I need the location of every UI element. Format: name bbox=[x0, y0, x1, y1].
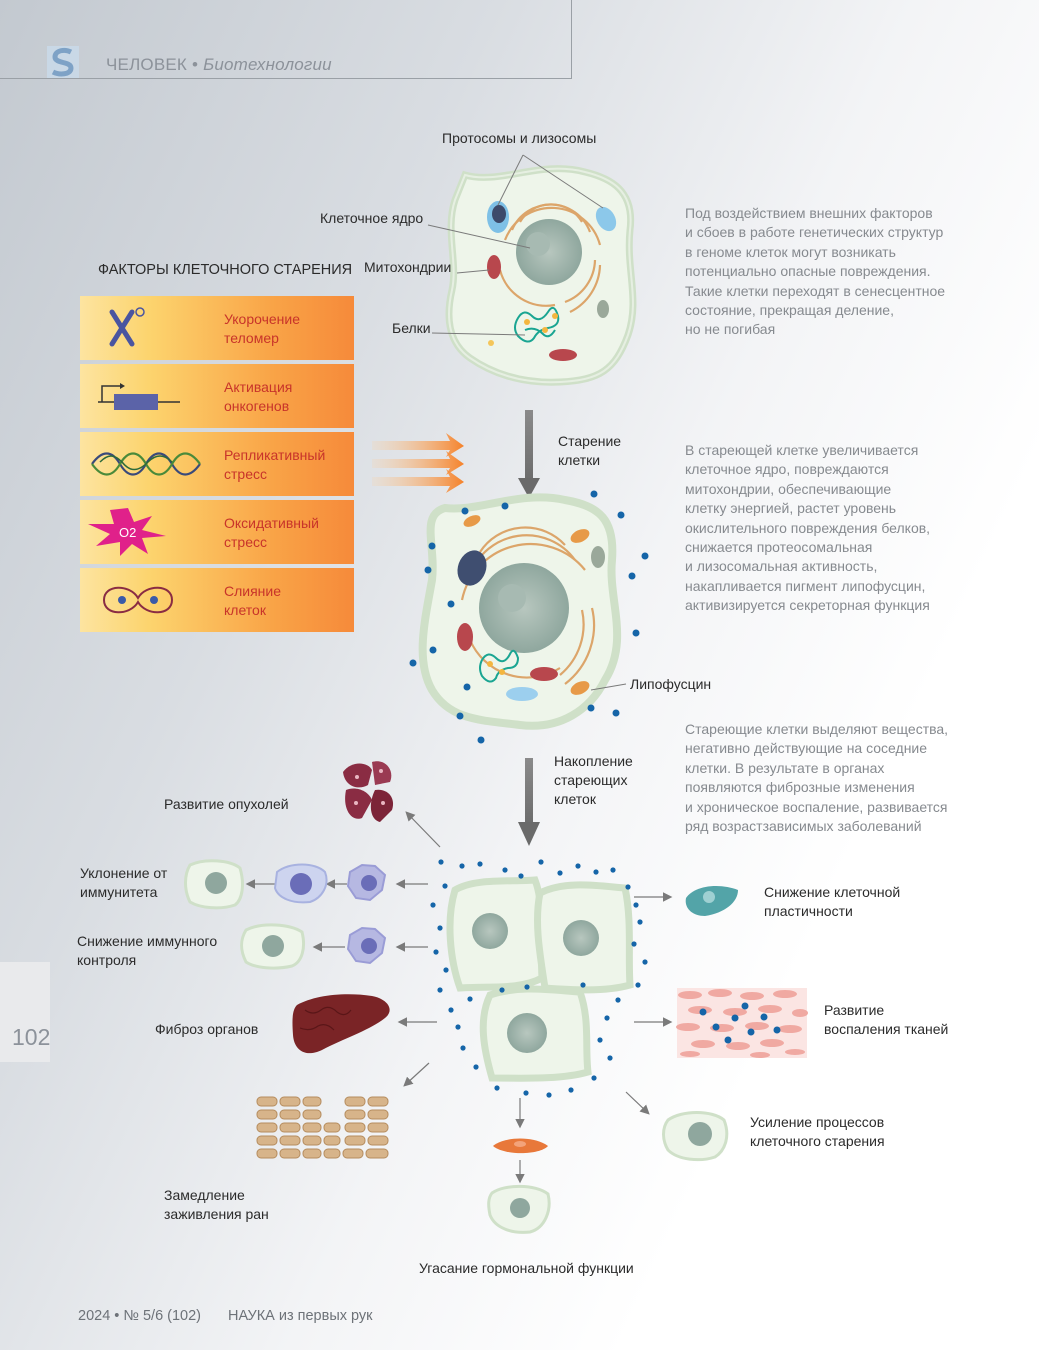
oxygen-label: O2 bbox=[119, 525, 136, 540]
mitochondrion bbox=[487, 255, 501, 279]
page-number: 102 bbox=[12, 1024, 51, 1050]
factor-replicative-stress: Репликативный стресс bbox=[80, 432, 354, 496]
effect-immune-evasion: Уклонение от иммунитета bbox=[80, 865, 168, 900]
effect-wound-healing: Замедление заживления ран bbox=[164, 1187, 269, 1222]
factor-arrows bbox=[372, 433, 464, 493]
label-aging: Старение клетки bbox=[558, 433, 622, 468]
effect-senescence: Усиление процессов клеточного старения bbox=[750, 1114, 885, 1149]
effect-plasticity: Снижение клеточной пластичности bbox=[764, 884, 901, 919]
effect-arrows bbox=[245, 811, 673, 1184]
effect-inflammation: Развитие воспаления тканей bbox=[824, 1002, 949, 1037]
factors-title: ФАКТОРЫ КЛЕТОЧНОГО СТАРЕНИЯ bbox=[98, 262, 353, 278]
factor-label: Репликативный стресс bbox=[224, 447, 326, 482]
factor-label: Оксидативный стресс bbox=[224, 515, 319, 550]
header-frame bbox=[0, 0, 572, 79]
footer-magazine: НАУКА из первых рук bbox=[228, 1308, 373, 1324]
liver-icon bbox=[292, 994, 390, 1054]
gene-icon bbox=[98, 383, 180, 410]
factor-telomere-shortening: Укорочение теломер bbox=[80, 296, 354, 360]
wound-tissue bbox=[256, 1096, 389, 1159]
factor-label: Укорочение теломер bbox=[224, 311, 301, 346]
cell-nucleus bbox=[516, 219, 582, 285]
factor-cell-fusion: Слияние клеток bbox=[80, 568, 354, 632]
effect-fibrosis: Фиброз органов bbox=[155, 1021, 259, 1037]
factor-label: Активация онкогенов bbox=[224, 379, 293, 414]
label-accumulation: Накопление стареющих клеток bbox=[554, 753, 633, 807]
damaged-lysosome bbox=[457, 550, 487, 586]
factor-oncogene-activation: Активация онкогенов bbox=[80, 364, 354, 428]
label-lipofuscin: Липофусцин bbox=[630, 676, 712, 692]
description-damage: Под воздействием внешних факторов и сбое… bbox=[685, 205, 946, 338]
aging-cell bbox=[409, 490, 649, 744]
enlarged-nucleus bbox=[479, 563, 569, 653]
dna-icon bbox=[91, 452, 201, 476]
description-consequences: Стареющие клетки выделяют вещества, нега… bbox=[685, 721, 949, 835]
endoplasmic-reticulum bbox=[498, 203, 602, 313]
immune-cells-row bbox=[184, 859, 387, 970]
inflamed-tissue bbox=[676, 988, 808, 1058]
plasticity-cell bbox=[685, 886, 738, 916]
section-rubric: Биотехнологии bbox=[203, 55, 332, 74]
section-header: ЧЕЛОВЕК • Биотехнологии bbox=[106, 55, 332, 75]
chromosome-icon bbox=[109, 307, 145, 347]
label-mitochondria: Митохондрии bbox=[364, 259, 452, 275]
factor-oxidative-stress: O2 Оксидативный стресс bbox=[80, 500, 354, 564]
label-nucleus: Клеточное ядро bbox=[320, 210, 424, 226]
footer-issue: 2024 • № 5/6 (102) bbox=[78, 1308, 202, 1324]
label-proteasomes: Протосомы и лизосомы bbox=[442, 130, 597, 146]
section-name: ЧЕЛОВЕК bbox=[106, 55, 188, 74]
senescence-cell bbox=[662, 1111, 729, 1162]
secretion-dots bbox=[409, 490, 649, 744]
protein-cluster bbox=[514, 306, 560, 343]
cell-fusion-icon bbox=[102, 586, 174, 614]
factor-label: Слияние клеток bbox=[224, 583, 282, 618]
senescent-cell-cluster bbox=[430, 859, 648, 1098]
lipofuscin-granule bbox=[570, 681, 590, 695]
oxygen-icon: O2 bbox=[88, 508, 166, 556]
down-arrow-aging bbox=[518, 410, 540, 498]
effect-tumors: Развитие опухолей bbox=[164, 796, 289, 812]
hormonal-cells bbox=[487, 1138, 551, 1234]
magazine-logo bbox=[47, 46, 79, 78]
label-proteins: Белки bbox=[392, 320, 431, 336]
effect-hormonal: Угасание гормональной функции bbox=[419, 1260, 634, 1276]
down-arrow-accumulation bbox=[518, 758, 540, 846]
tumor-cells bbox=[343, 761, 394, 822]
healthy-cell bbox=[445, 165, 637, 386]
effect-immune-control: Снижение иммунного контроля bbox=[77, 933, 218, 968]
header-separator: • bbox=[191, 55, 199, 74]
description-aging-cell: В стареющей клетке увеличивается клеточн… bbox=[685, 442, 931, 614]
page-tab bbox=[0, 962, 50, 1062]
